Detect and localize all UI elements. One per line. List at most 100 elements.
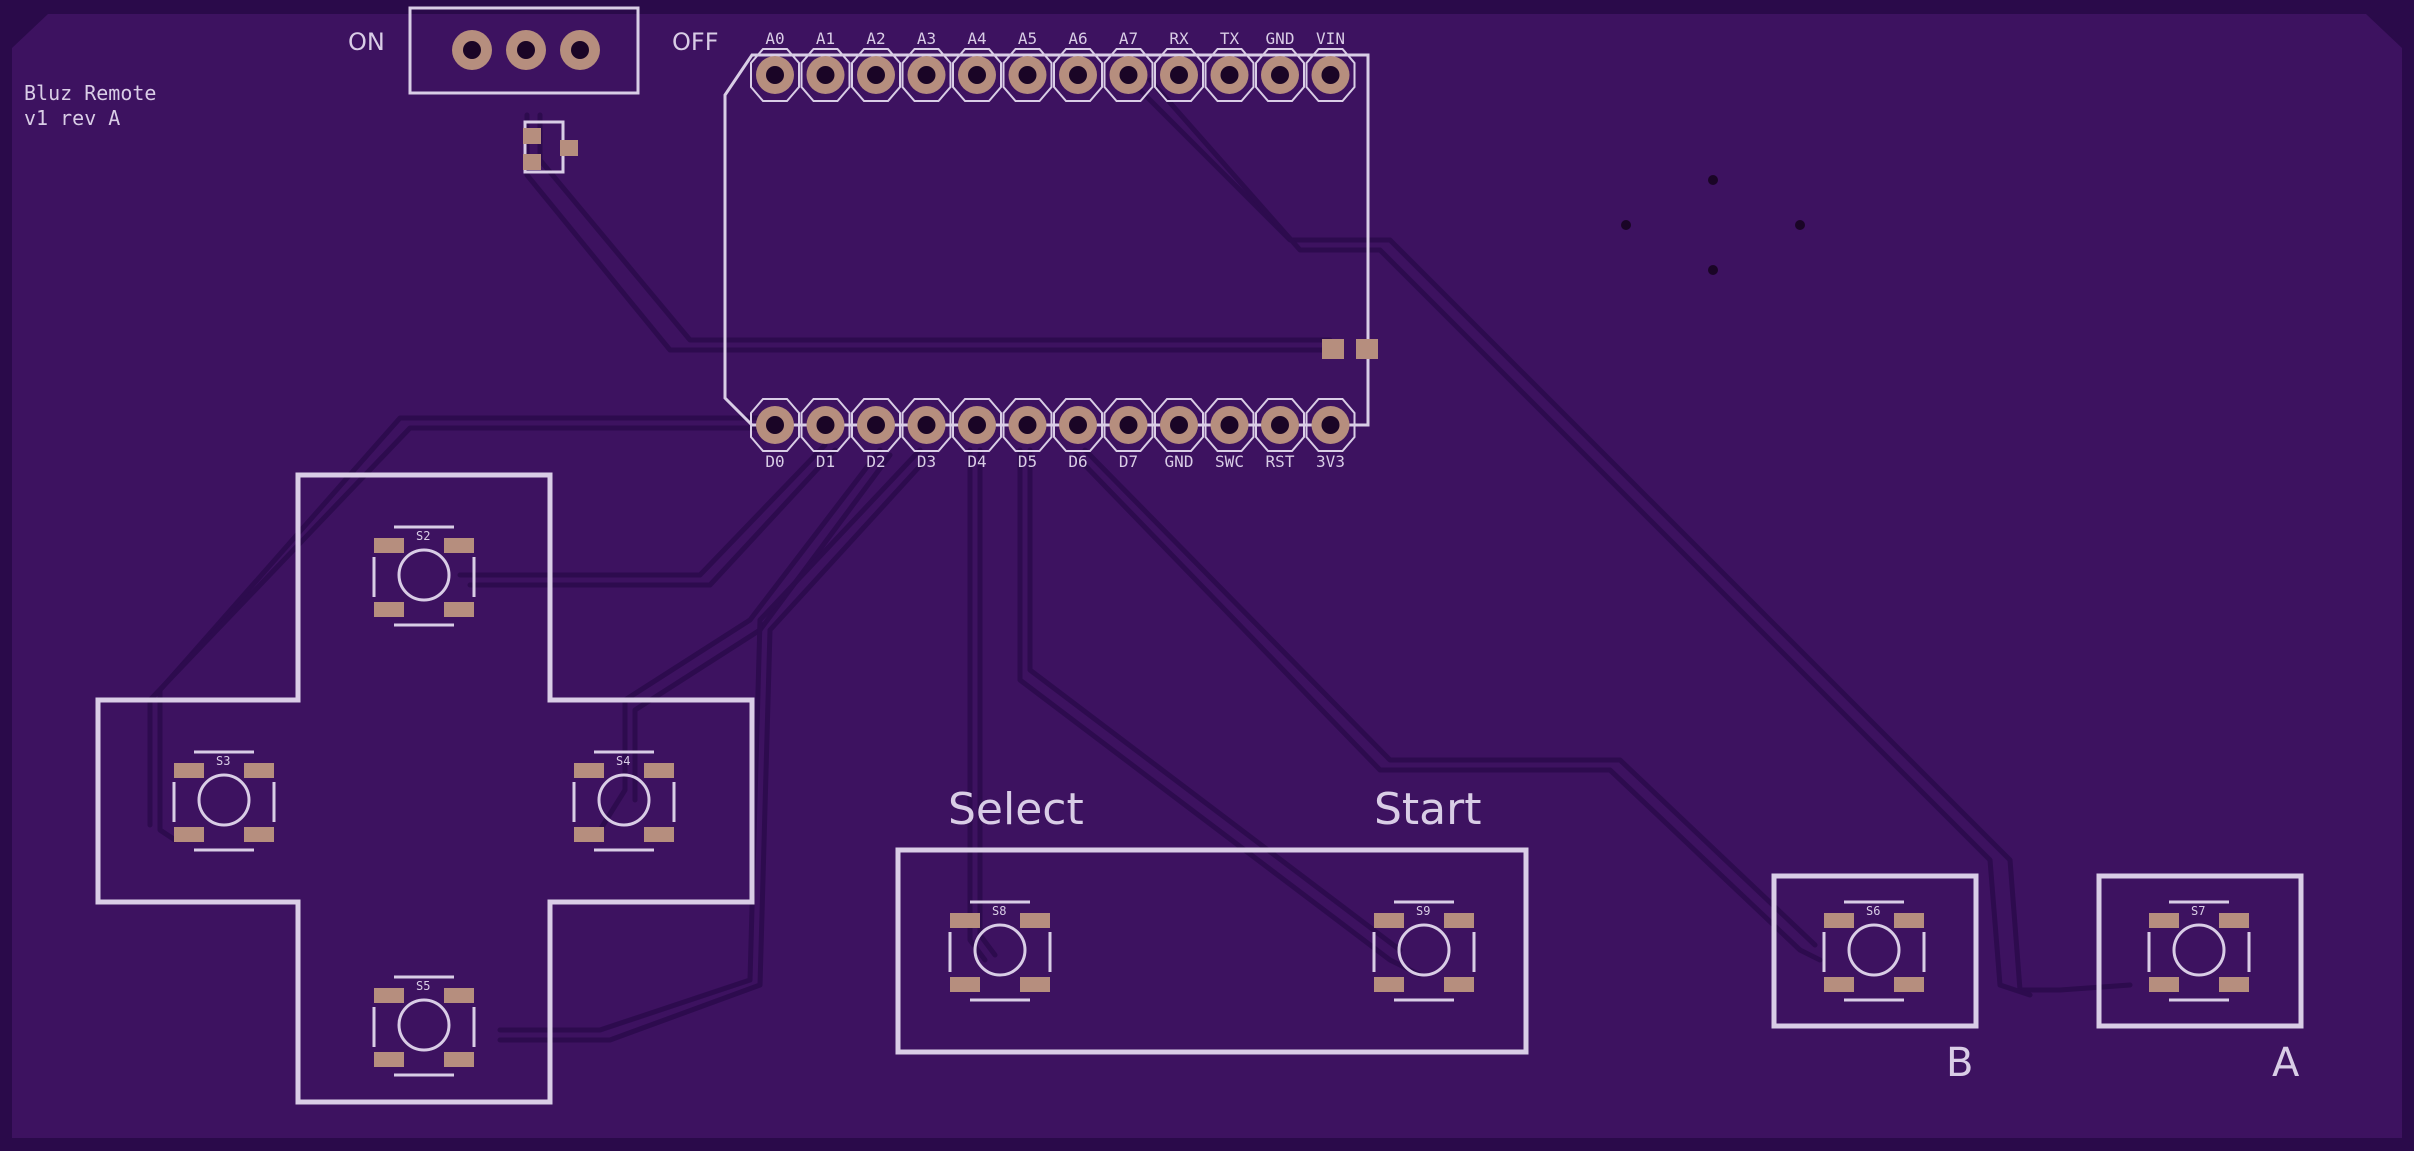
top-pin-label: VIN (1316, 29, 1345, 48)
pad-br (244, 827, 274, 842)
s6-label: S6 (1866, 904, 1880, 918)
pad-tl (574, 763, 604, 778)
pad-bl (950, 977, 980, 992)
pad-tl (2149, 913, 2179, 928)
button-s9[interactable]: S9 (1372, 900, 1476, 1002)
actuator-circle (2172, 923, 2226, 977)
bottom-pin-d0: D0 (750, 398, 800, 471)
pad-br (1894, 977, 1924, 992)
bottom-pin-d6: D6 (1053, 398, 1103, 471)
switch-off-label: OFF (672, 28, 719, 56)
top-pin-a5: A5 (1002, 29, 1053, 102)
top-pin-label: A5 (1018, 29, 1037, 48)
top-pin-label: A0 (765, 29, 784, 48)
bottom-pin-label: D5 (1018, 452, 1037, 471)
bottom-pin-label: D0 (765, 452, 784, 471)
button-s6[interactable]: S6 (1822, 900, 1926, 1002)
pad-bl (1824, 977, 1854, 992)
top-pin-vin: VIN (1305, 29, 1356, 102)
a-label: A (2272, 1040, 2300, 1086)
actuator-circle (197, 773, 251, 827)
actuator-circle (597, 773, 651, 827)
s7-label: S7 (2191, 904, 2205, 918)
bottom-pin-d4: D4 (952, 398, 1002, 471)
pad-br (1020, 977, 1050, 992)
bottom-pin-d2: D2 (851, 398, 901, 471)
top-pin-label: A6 (1068, 29, 1087, 48)
power-switch[interactable] (408, 6, 640, 95)
top-pin-label: TX (1220, 29, 1240, 48)
pad-tr (1020, 913, 1050, 928)
actuator-circle (397, 998, 451, 1052)
top-pin-label: A1 (816, 29, 835, 48)
pad-bl (174, 827, 204, 842)
button-s5[interactable]: S5 (372, 975, 476, 1077)
bottom-pin-label: D2 (866, 452, 885, 471)
bottom-pin-swc: SWC (1204, 398, 1255, 471)
top-pin-gnd: GND (1255, 29, 1305, 102)
button-s2[interactable]: S2 (372, 525, 476, 627)
pad-br (444, 1052, 474, 1067)
top-pin-a3: A3 (901, 29, 952, 102)
button-s4[interactable]: S4 (572, 750, 676, 852)
top-pin-label: A2 (866, 29, 885, 48)
switch-on-label: ON (348, 28, 385, 56)
bottom-pin-label: D1 (816, 452, 835, 471)
bottom-pin-label: RST (1266, 452, 1295, 471)
pad-tl (374, 988, 404, 1003)
pad-bl (374, 1052, 404, 1067)
mcu-top-pins: A0 A1 A2 A3 A4 A5 A6 A7 RX TX GND VIN (750, 29, 1356, 102)
bottom-pin-label: D7 (1119, 452, 1138, 471)
pad-tl (950, 913, 980, 928)
bottom-pin-label: GND (1165, 452, 1194, 471)
smd-component (523, 120, 578, 174)
pad-tr (2219, 913, 2249, 928)
bottom-pin-gnd: GND (1154, 398, 1204, 471)
bottom-pin-d1: D1 (800, 398, 851, 471)
pad-tr (244, 763, 274, 778)
bottom-pin-d7: D7 (1103, 398, 1154, 471)
pad-tr (444, 988, 474, 1003)
bottom-pin-label: 3V3 (1316, 452, 1345, 471)
pad-br (444, 602, 474, 617)
b-label: B (1946, 1040, 1973, 1086)
top-pin-a6: A6 (1053, 29, 1103, 102)
actuator-circle (397, 548, 451, 602)
start-label: Start (1374, 784, 1482, 835)
top-pin-label: GND (1266, 29, 1295, 48)
pad-tr (1894, 913, 1924, 928)
s9-label: S9 (1416, 904, 1430, 918)
top-pin-label: A4 (967, 29, 986, 48)
s5-label: S5 (416, 979, 430, 993)
s2-label: S2 (416, 529, 430, 543)
actuator-circle (973, 923, 1027, 977)
pad-tr (1444, 913, 1474, 928)
top-pin-a4: A4 (952, 29, 1002, 102)
bottom-pin-label: D3 (917, 452, 936, 471)
top-pin-label: A3 (917, 29, 936, 48)
bottom-pin-label: SWC (1215, 452, 1244, 471)
pad-br (2219, 977, 2249, 992)
pad-br (1444, 977, 1474, 992)
pad-tr (644, 763, 674, 778)
top-pin-a2: A2 (851, 29, 901, 102)
button-s8[interactable]: S8 (948, 900, 1052, 1002)
top-pin-label: RX (1169, 29, 1189, 48)
pad-br (644, 827, 674, 842)
top-pin-tx: TX (1204, 29, 1255, 102)
select-start-box (895, 847, 1529, 1055)
pad-tl (1374, 913, 1404, 928)
mounting-dots (1621, 175, 1805, 275)
top-pin-a7: A7 (1103, 29, 1154, 102)
button-s7[interactable]: S7 (2147, 900, 2251, 1002)
bottom-pin-d5: D5 (1002, 398, 1053, 471)
top-pin-rx: RX (1154, 29, 1204, 102)
bottom-pin-3v3: 3V3 (1305, 398, 1356, 471)
pad-bl (574, 827, 604, 842)
button-s3[interactable]: S3 (172, 750, 276, 852)
s3-label: S3 (216, 754, 230, 768)
a-button-box (2096, 873, 2304, 1029)
pad-bl (2149, 977, 2179, 992)
bottom-pin-label: D4 (967, 452, 986, 471)
